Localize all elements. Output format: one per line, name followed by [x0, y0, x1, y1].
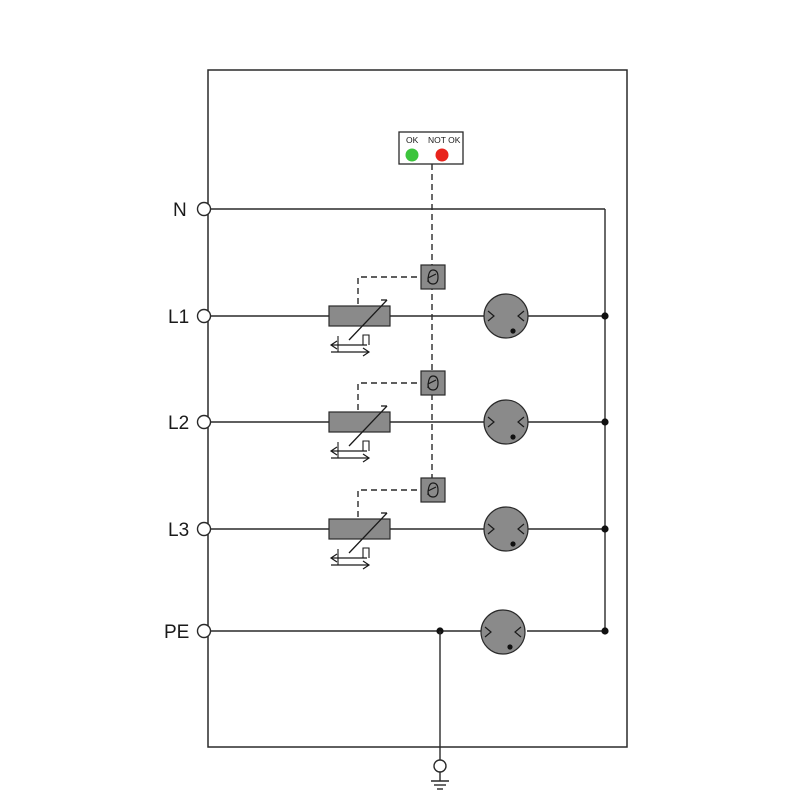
theta-symbol	[427, 375, 439, 391]
thermal-link-dashed	[357, 382, 420, 410]
arrow-right-head	[362, 560, 371, 570]
not-ok-led-icon	[435, 148, 449, 162]
thermal-link-dashed	[357, 276, 420, 304]
arrow-left-head	[329, 553, 338, 563]
arrow-u-mark	[362, 547, 370, 558]
junction-dot	[601, 627, 609, 635]
spark-gap-electrode	[487, 416, 495, 428]
spark-gap-electrode	[517, 310, 525, 322]
spark-gap-electrode	[484, 626, 492, 638]
spark-gap-dot	[510, 328, 516, 334]
spark-gap-icon	[483, 293, 529, 339]
label-n: N	[173, 200, 187, 221]
spark-gap-dot	[510, 434, 516, 440]
spark-gap-icon	[483, 506, 529, 552]
terminal-l1	[196, 308, 212, 324]
spark-gap-electrode	[514, 626, 522, 638]
earth-terminal	[433, 759, 447, 773]
arrow-right-head	[362, 347, 371, 357]
varistor-slash	[348, 299, 388, 341]
current-arrows-icon	[329, 334, 371, 357]
terminal-pe	[196, 623, 212, 639]
label-l2: L2	[168, 413, 189, 434]
label-pe: PE	[164, 622, 189, 643]
ok-label: OK	[406, 135, 419, 145]
device-enclosure	[207, 69, 628, 748]
spark-gap-dot	[507, 644, 513, 650]
thermal-box	[420, 477, 446, 503]
varistor-slash	[348, 405, 388, 447]
thermal-disconnector-icon	[420, 477, 446, 503]
arrow-left-head	[329, 446, 338, 456]
varistor-body	[328, 518, 391, 540]
spark-gap-icon	[483, 399, 529, 445]
spark-gap-pe-icon	[480, 609, 526, 655]
arrow-left-head	[329, 340, 338, 350]
varistor-icon	[328, 299, 391, 341]
label-l1: L1	[168, 307, 189, 328]
phase-row-l3	[210, 477, 609, 570]
theta-symbol	[427, 269, 439, 285]
label-l3: L3	[168, 520, 189, 541]
terminal-l3	[196, 521, 212, 537]
spark-gap-body	[483, 399, 529, 445]
junction-dot	[601, 525, 609, 533]
arrow-u-mark	[362, 334, 370, 345]
terminal-n	[196, 201, 212, 217]
current-arrows-icon	[329, 440, 371, 463]
varistor-body	[328, 411, 391, 433]
thermal-box	[420, 370, 446, 396]
current-arrows-icon	[329, 547, 371, 570]
arrow-right-head	[362, 453, 371, 463]
varistor-icon	[328, 405, 391, 447]
varistor-icon	[328, 512, 391, 554]
theta-symbol	[427, 482, 439, 498]
arrow-u-mark	[362, 440, 370, 451]
varistor-slash	[348, 512, 388, 554]
spark-gap-electrode	[517, 416, 525, 428]
thermal-box	[420, 264, 446, 290]
spark-gap-electrode	[517, 523, 525, 535]
spark-gap-electrode	[487, 310, 495, 322]
thermal-disconnector-icon	[420, 264, 446, 290]
status-indicator: OK NOT OK	[398, 131, 464, 165]
thermal-link-dashed	[357, 489, 420, 517]
varistor-body	[328, 305, 391, 327]
spark-gap-body	[483, 293, 529, 339]
phase-row-l1	[210, 264, 609, 357]
terminal-l2	[196, 414, 212, 430]
spark-gap-dot	[510, 541, 516, 547]
phase-row-l2	[210, 370, 609, 463]
spark-gap-body	[480, 609, 526, 655]
thermal-disconnector-icon	[420, 370, 446, 396]
spark-gap-body	[483, 506, 529, 552]
junction-dot	[601, 418, 609, 426]
not-ok-label: NOT OK	[428, 135, 461, 145]
junction-dot	[601, 312, 609, 320]
ok-led-icon	[405, 148, 419, 162]
spark-gap-electrode	[487, 523, 495, 535]
earth-ground-icon	[431, 772, 449, 790]
